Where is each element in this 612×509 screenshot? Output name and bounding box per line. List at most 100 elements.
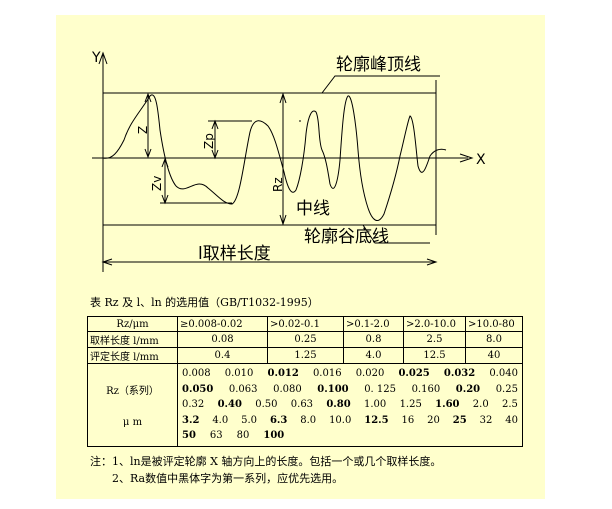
header-cell: >10.0-80 bbox=[465, 316, 523, 332]
sampling-length-label: l取样长度 bbox=[198, 244, 271, 264]
series-value: 25 bbox=[452, 414, 467, 426]
table-cell: 0.08 bbox=[177, 331, 268, 348]
valley-label-leader bbox=[362, 224, 430, 244]
header-cell: >2.0-10.0 bbox=[403, 316, 466, 332]
z-arrow-bottom bbox=[144, 148, 152, 159]
table-cell: 8.0 bbox=[465, 331, 523, 348]
header-cell: ≥0.008-0.02 bbox=[177, 316, 268, 332]
rz-label: Rz bbox=[271, 177, 285, 192]
peak-label-leader bbox=[321, 75, 440, 94]
z-arrow-top bbox=[144, 92, 152, 103]
series-value: 3.2 bbox=[182, 414, 200, 426]
mean-line-label: 中线 bbox=[296, 199, 330, 219]
series-value: 80 bbox=[236, 430, 250, 441]
series-value: 10.0 bbox=[329, 414, 352, 426]
series-value: 0.20 bbox=[455, 383, 481, 395]
sampling-arrow-left bbox=[101, 258, 113, 266]
table-header-row: Rz/μm ≥0.008-0.02 >0.02-0.1 >0.1-2.0 >2.… bbox=[87, 316, 523, 332]
series-value: 2.5 bbox=[501, 399, 518, 410]
series-value: 0.080 bbox=[273, 383, 302, 395]
zp-label: Zp bbox=[202, 133, 216, 149]
profile-curve bbox=[102, 94, 447, 222]
table-caption: 表 Rz 及 l、ln 的选用值（GB/T1032-1995） bbox=[90, 296, 319, 309]
series-value: 0.160 bbox=[411, 383, 441, 395]
zv-arrow-top bbox=[161, 157, 169, 168]
series-value: 1.60 bbox=[435, 399, 460, 410]
series-value: 0.016 bbox=[312, 368, 342, 379]
series-value: 2.0 bbox=[472, 399, 489, 410]
table-cell: 2.5 bbox=[403, 331, 466, 348]
series-value: 0.40 bbox=[217, 399, 242, 410]
series-value: 5.0 bbox=[241, 414, 258, 426]
zp-arrow-top bbox=[211, 119, 219, 130]
series-value: 12.5 bbox=[364, 414, 389, 426]
series-value: 32 bbox=[479, 414, 493, 426]
series-value: 0.040 bbox=[489, 368, 518, 379]
rz-arrow-bottom bbox=[279, 214, 287, 226]
series-value: 4.0 bbox=[212, 414, 229, 426]
series-value: 100 bbox=[263, 430, 285, 441]
series-value: 0.032 bbox=[443, 368, 476, 379]
table-cell: 12.5 bbox=[403, 347, 466, 364]
series-value: 0.063 bbox=[228, 383, 258, 395]
series-value: 0.008 bbox=[182, 368, 211, 379]
table-cell: 0.25 bbox=[267, 331, 344, 348]
zv-label: Zv bbox=[150, 176, 164, 191]
series-value: 0.100 bbox=[317, 383, 349, 395]
series-value: 1.25 bbox=[399, 399, 422, 410]
x-axis-arrow bbox=[459, 153, 474, 163]
row-label: 评定长度 l/mm bbox=[87, 347, 178, 364]
series-unit: μ m bbox=[122, 416, 143, 428]
series-value: 0.63 bbox=[290, 399, 314, 410]
table-row: 评定长度 l/mm 0.4 1.25 4.0 12.5 40 bbox=[87, 347, 523, 364]
table-cell: 0.4 bbox=[177, 347, 268, 364]
series-value: 20 bbox=[427, 414, 440, 426]
series-value: 50 bbox=[182, 430, 196, 441]
z-label: Z bbox=[136, 126, 150, 134]
zp-arrow-bottom bbox=[211, 149, 219, 160]
header-cell: >0.1-2.0 bbox=[343, 316, 404, 332]
note-1: 注：1、ln是被评定轮廓 X 轴方向上的长度。包括一个或几个取样长度。 bbox=[90, 455, 442, 468]
note-2: 2、Ra数值中黑体字为第一系列，应优先选用。 bbox=[112, 472, 344, 485]
series-value: 0.050 bbox=[182, 383, 214, 395]
table-cell: 40 bbox=[465, 347, 523, 364]
header-cell: Rz/μm bbox=[87, 316, 178, 332]
table-row: 取样长度 l/mm 0.08 0.25 0.8 2.5 8.0 bbox=[87, 331, 523, 348]
profile-diagram: Y X Z Zp Zv Rz 轮廓峰顶线 中线 轮廓谷底线 l取样长度 bbox=[91, 50, 486, 272]
series-value: 8.0 bbox=[300, 414, 317, 426]
y-axis-label: Y bbox=[91, 50, 101, 66]
series-values-row: 0.32 0.40 0.50 0.63 0.80 1.00 1.25 1.60 2.0 2.5 bbox=[182, 397, 518, 413]
series-value: 6.3 bbox=[269, 414, 288, 426]
table-cell: 0.8 bbox=[343, 331, 404, 348]
zv-arrow-bottom bbox=[161, 194, 169, 205]
series-values-row: 50 63 80 100 bbox=[182, 428, 518, 444]
series-value: 16 bbox=[401, 414, 415, 426]
series-values-row: 3.2 4.0 5.0 6.3 8.0 10.0 12.5 16 20 25 32 40 bbox=[182, 413, 518, 429]
series-label-cell: Rz（系列） μ m bbox=[87, 363, 178, 447]
series-value: 0. 125 bbox=[364, 383, 396, 395]
rz-arrow-top bbox=[279, 92, 287, 104]
series-value: 0.020 bbox=[355, 368, 385, 379]
series-value: 0.010 bbox=[224, 368, 254, 379]
rz-table: Rz/μm ≥0.008-0.02 >0.02-0.1 >0.1-2.0 >2.… bbox=[87, 316, 523, 447]
peak-line-label: 轮廓峰顶线 bbox=[336, 55, 421, 75]
valley-line-label: 轮廓谷底线 bbox=[304, 227, 389, 247]
series-label: Rz（系列） bbox=[106, 385, 159, 397]
series-value: 0.32 bbox=[182, 399, 205, 410]
table-cell: 1.25 bbox=[267, 347, 344, 364]
series-value: 0.80 bbox=[326, 399, 351, 410]
x-axis-label: X bbox=[476, 152, 486, 168]
series-value: 63 bbox=[209, 430, 223, 441]
sampling-arrow-right bbox=[426, 258, 438, 266]
series-value: 40 bbox=[505, 414, 518, 426]
y-axis-arrow bbox=[98, 51, 108, 65]
table-cell: 4.0 bbox=[343, 347, 404, 364]
series-value: 1.00 bbox=[364, 399, 387, 410]
series-values-row: 0.050 0.063 0.080 0.100 0. 125 0.160 0.20 0.25 bbox=[182, 382, 518, 398]
series-value: 0.50 bbox=[255, 399, 278, 410]
series-value: 0.25 bbox=[495, 383, 518, 395]
